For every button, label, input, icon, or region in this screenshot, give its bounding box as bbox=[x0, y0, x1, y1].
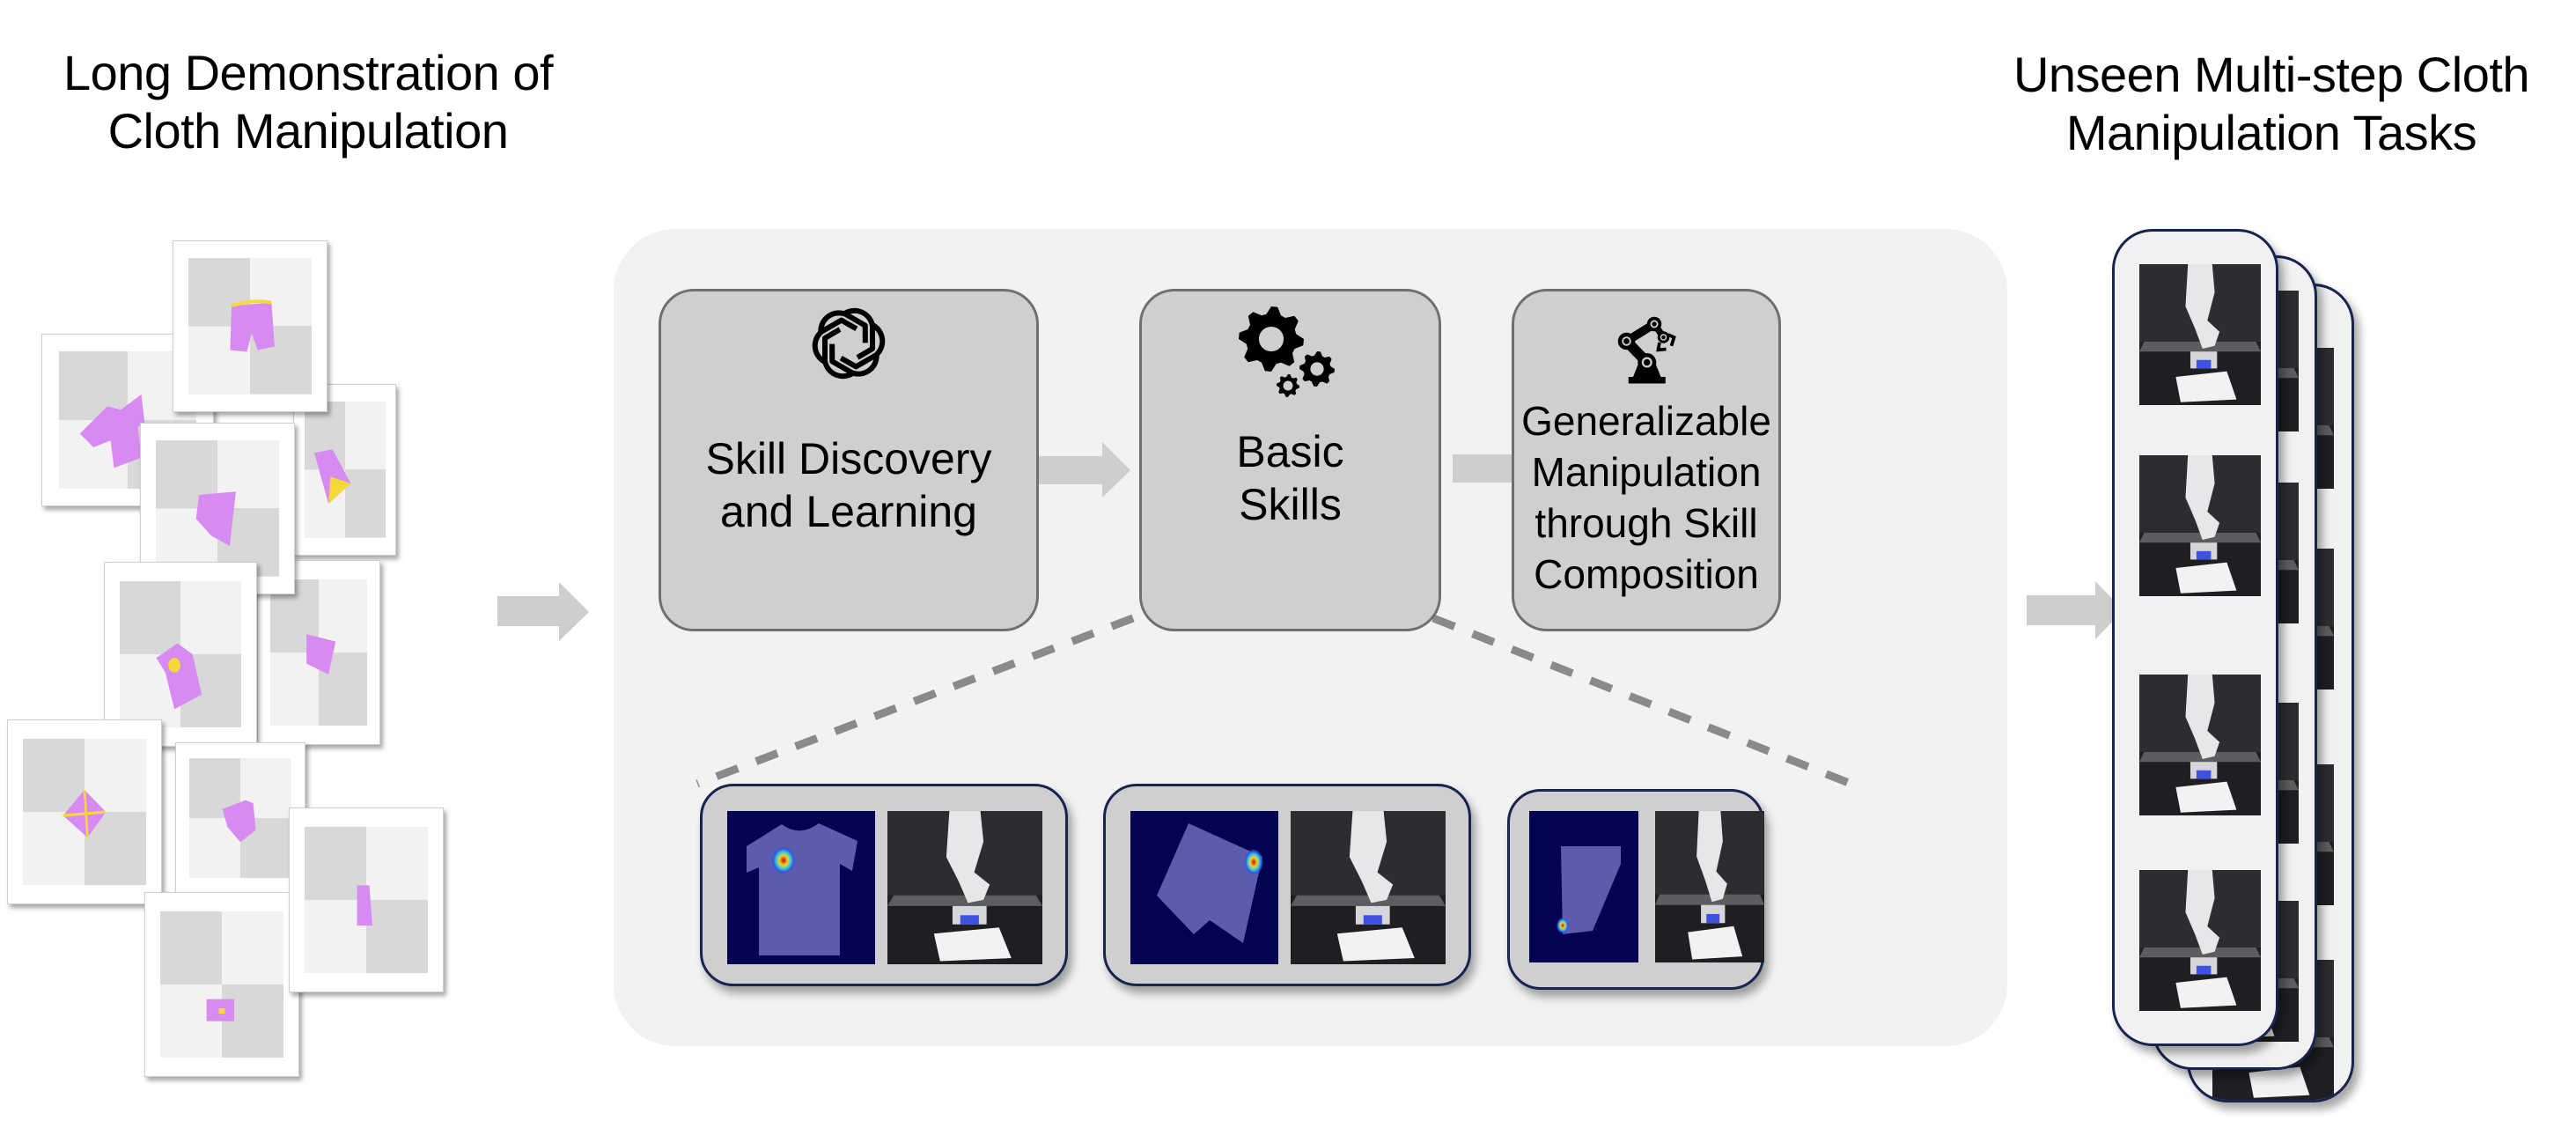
task-frame-photo bbox=[2139, 264, 2261, 405]
zoom-line-right bbox=[1432, 614, 1859, 791]
garment-tshirt bbox=[79, 394, 145, 468]
garment-tshirt3 bbox=[222, 800, 256, 843]
garment-tshirt2 bbox=[156, 643, 202, 710]
demonstration-frame bbox=[144, 892, 299, 1077]
demonstration-frame bbox=[7, 719, 162, 904]
garment-shorts2 bbox=[206, 999, 234, 1021]
arrow-stage-1-to-2 bbox=[1039, 442, 1132, 498]
task-frame-photo bbox=[2139, 675, 2261, 815]
arrow-to-tasks bbox=[2027, 581, 2125, 641]
demonstration-frame bbox=[289, 807, 444, 992]
arrow-to-pipeline bbox=[497, 582, 591, 642]
garment-pants bbox=[306, 634, 336, 675]
garment-shorts bbox=[230, 299, 275, 352]
garment-kite bbox=[63, 789, 107, 838]
garment-square bbox=[314, 449, 351, 505]
demonstration-frame bbox=[175, 742, 305, 894]
skill-example-tshirt bbox=[700, 784, 1068, 986]
zoom-line-left bbox=[696, 614, 1135, 788]
robot-photo bbox=[1655, 811, 1764, 962]
heatmap-towel bbox=[1529, 811, 1638, 962]
openai-logo-icon bbox=[809, 304, 888, 387]
checkerboard bbox=[304, 402, 386, 538]
heatmap-tshirt bbox=[727, 811, 875, 964]
task-frame-photo bbox=[2139, 870, 2261, 1011]
robot-arm-icon bbox=[1607, 304, 1686, 396]
task-card bbox=[2112, 229, 2278, 1046]
skill-example-shorts bbox=[1103, 784, 1471, 986]
task-frame-photo bbox=[2139, 455, 2261, 596]
checkerboard bbox=[160, 911, 283, 1058]
demonstration-frame bbox=[293, 384, 396, 556]
gears-icon bbox=[1238, 304, 1343, 405]
heatmap-shorts bbox=[1130, 811, 1278, 964]
skill-example-towel bbox=[1507, 789, 1764, 990]
robot-photo bbox=[887, 811, 1042, 964]
garment-shorts3 bbox=[357, 885, 372, 926]
demonstration-frame bbox=[173, 240, 328, 412]
demonstration-frame bbox=[104, 562, 257, 747]
robot-photo bbox=[1291, 811, 1446, 964]
garment-skirt bbox=[195, 491, 236, 546]
